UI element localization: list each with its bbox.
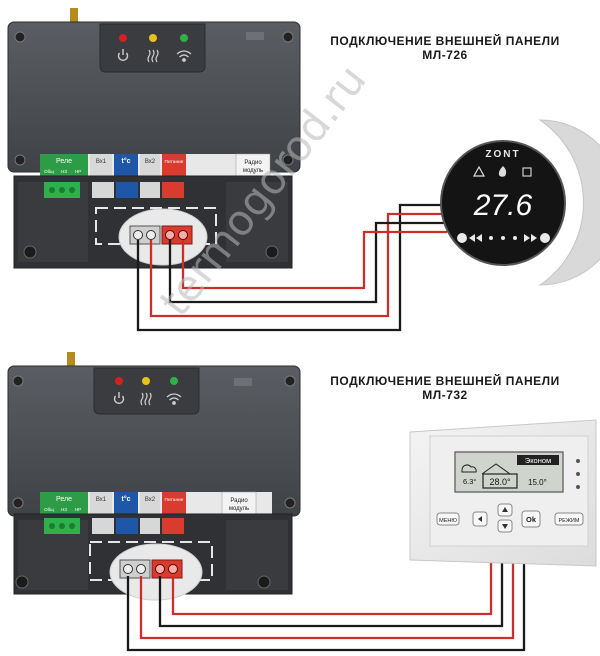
radio-label: Радио — [244, 160, 262, 166]
arrow-down-icon — [502, 524, 508, 529]
mode-badge: Эконом — [525, 456, 551, 465]
cloud-icon — [461, 464, 477, 473]
wires-top — [136, 203, 447, 332]
section-title-726: ПОДКЛЮЧЕНИЕ ВНЕШНЕЙ ПАНЕЛИ МЛ-726 — [300, 34, 590, 62]
relay-label: Реле — [56, 496, 72, 503]
relay-sub-nc: НЗ — [61, 507, 67, 512]
temp-label: t°c — [121, 495, 130, 503]
panel-ml726: ZONT 27.6 — [440, 119, 600, 286]
logo-mark — [246, 32, 264, 40]
title-line2: МЛ-726 — [422, 48, 468, 62]
panel-ml732: Эконом 6.3° 28.0° 15.0° МЕНЮ Ok РЕЖИМ — [409, 419, 597, 567]
indicator-dot — [576, 459, 580, 463]
controller-top: Реле Общ НЗ НР Вх1 t°c Вх2 Питание Радио… — [7, 8, 301, 269]
mode-button[interactable] — [554, 512, 584, 526]
module-label: модуль — [243, 168, 263, 174]
flame-icon — [498, 166, 507, 177]
wifi-icon — [166, 393, 182, 405]
room-temp: 15.0° — [528, 478, 547, 487]
mode-label: РЕЖИМ — [559, 518, 580, 524]
power-icon — [113, 392, 125, 405]
radio-label: Радио — [230, 498, 248, 504]
in1-label: Вх1 — [96, 497, 107, 503]
power-icon — [117, 49, 129, 62]
set-temp: 28.0° — [489, 477, 511, 487]
wires-bottom — [126, 560, 526, 652]
outdoor-temp: 6.3° — [463, 477, 476, 486]
title-line1: ПОДКЛЮЧЕНИЕ ВНЕШНЕЙ ПАНЕЛИ — [330, 374, 560, 388]
title-line1: ПОДКЛЮЧЕНИЕ ВНЕШНЕЙ ПАНЕЛИ — [330, 34, 560, 48]
power-label: Питание — [165, 497, 184, 503]
relay-sub-common: Общ — [44, 507, 54, 512]
temperature-display: 27.6 — [473, 189, 533, 222]
heating-icon — [140, 392, 152, 406]
led-green — [170, 377, 178, 385]
temp-label: t°c — [121, 157, 130, 165]
controller-bottom: Реле Общ НЗ НР Вх1 t°c Вх2 Питание Радио… — [7, 352, 301, 601]
warning-icon — [472, 165, 486, 177]
relay-sub-no: НР — [75, 507, 81, 512]
house-icon — [481, 463, 511, 475]
heating-icon — [147, 49, 159, 63]
relay-sub-no: НР — [75, 169, 81, 174]
indicator-dot — [576, 472, 580, 476]
antenna — [67, 352, 75, 372]
button-row-icon — [457, 233, 550, 243]
section-title-732: ПОДКЛЮЧЕНИЕ ВНЕШНЕЙ ПАНЕЛИ МЛ-732 — [300, 374, 590, 402]
wifi-icon — [176, 50, 192, 62]
in2-label: Вх2 — [145, 497, 156, 503]
brand-zont: ZONT — [485, 149, 520, 160]
ok-label: Ok — [526, 515, 537, 524]
logo-mark — [234, 378, 252, 386]
check-icon — [522, 167, 532, 177]
ok-button[interactable] — [521, 510, 541, 528]
indicator-dot — [576, 485, 580, 489]
led-red — [119, 34, 127, 42]
power-label: Питание — [165, 159, 184, 165]
module-label: модуль — [229, 506, 249, 512]
antenna — [70, 8, 78, 30]
led-green — [180, 34, 188, 42]
in2-label: Вх2 — [145, 159, 156, 165]
led-red — [115, 377, 123, 385]
relay-sub-nc: НЗ — [61, 169, 67, 174]
menu-label: МЕНЮ — [439, 518, 457, 524]
relay-label: Реле — [56, 158, 72, 165]
led-yellow — [142, 377, 150, 385]
led-yellow — [149, 34, 157, 42]
title-line2: МЛ-732 — [422, 388, 468, 402]
in1-label: Вх1 — [96, 159, 107, 165]
relay-sub-common: Общ — [44, 169, 54, 174]
arrow-up-icon — [502, 507, 508, 512]
menu-button[interactable] — [436, 512, 460, 526]
back-arrow-icon — [478, 516, 482, 522]
